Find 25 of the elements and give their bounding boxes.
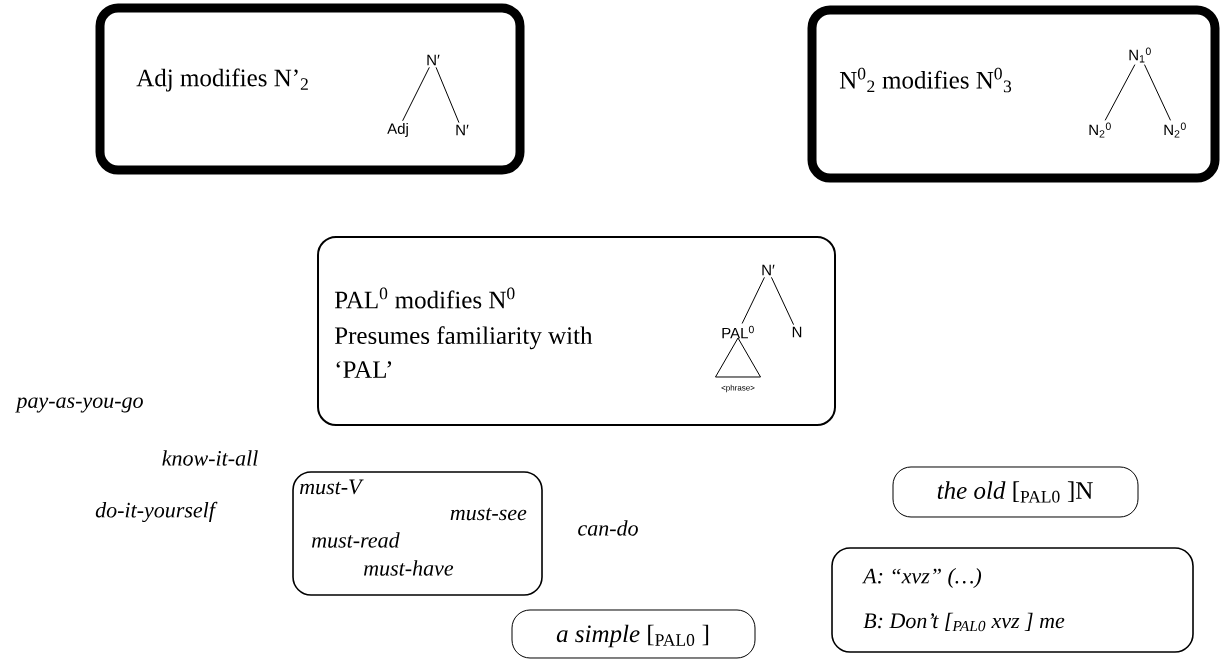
tree-label: N$_{2}$0 — [1164, 122, 1186, 138]
tree-label: N$_{2}$0 — [1089, 122, 1111, 138]
tree-label: N′ — [427, 54, 440, 66]
tree-label: Adj — [387, 123, 408, 137]
beside-caption: <phrase> — [721, 384, 755, 393]
tree-label: N$_{1}$0 — [1129, 47, 1151, 63]
example-box: the old [$_{PAL0}$ ]N — [892, 466, 1139, 518]
dialogue-box: A: “xvz” (…) B: Don’t [$_{PAL0}$ xvz ] me — [831, 547, 1194, 653]
triangle-symbol — [715, 337, 761, 378]
tree-branch — [1104, 64, 1136, 121]
tree-label: N — [792, 326, 802, 338]
example-phrase: know-it-all — [162, 450, 258, 466]
example-phrase: can-do — [578, 520, 638, 536]
example-box: a simple [$_{PAL0}$ ] — [511, 609, 756, 659]
tree-label: PAL$^{0}$ — [722, 325, 754, 339]
tree-branch — [770, 276, 795, 326]
example-phrase: do-it-yourself — [95, 501, 218, 523]
tree-label: N′ — [762, 264, 775, 276]
example-phrase: pay-as-you-go — [15, 397, 143, 413]
tree-branch — [435, 66, 460, 124]
tree-branch — [402, 66, 430, 122]
tree-branch — [1144, 64, 1171, 121]
example-box: must-V must-see must-read must-have — [292, 471, 543, 596]
tree-branch — [741, 276, 765, 324]
tree-label: N′ — [456, 124, 469, 136]
